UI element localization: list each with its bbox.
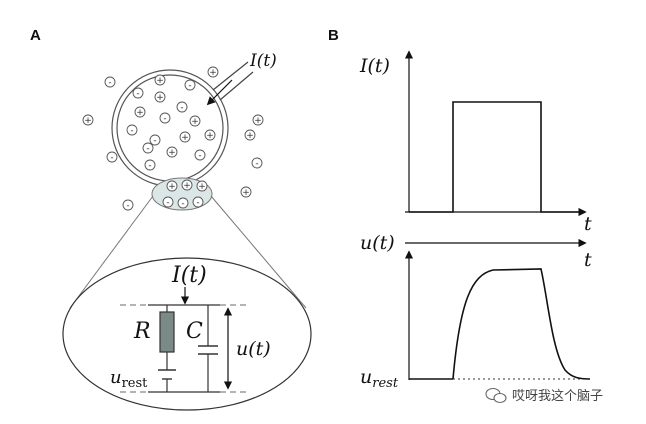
inside-ion-sign: +: [168, 148, 176, 158]
inside-ion-sign: +: [206, 131, 214, 141]
inside-ion-sign: -: [163, 114, 166, 124]
capacitor-label: C: [186, 319, 203, 344]
outside-ion-sign: -: [126, 201, 129, 211]
voltage-plot-ylabel: u(t): [360, 232, 395, 254]
wechat-icon: [485, 387, 507, 404]
current-pulse-trace: [409, 101, 580, 213]
negative-ion-icon: -: [132, 87, 144, 99]
positive-ion-icon: +: [154, 91, 166, 103]
negative-ion-icon: -: [159, 112, 171, 124]
positive-ion-icon: +: [134, 106, 146, 118]
outside-ion-sign: +: [254, 116, 262, 126]
inside-ion-sign: +: [191, 117, 199, 127]
positive-ion-icon: +: [252, 114, 264, 126]
negative-ion-icon: -: [149, 134, 161, 146]
voltage-plot-xlabel: t: [584, 249, 592, 271]
negative-ion-icon: -: [126, 124, 138, 136]
negative-ion-icon: -: [104, 76, 116, 88]
resistor-icon: [159, 311, 175, 353]
electrode-current-label: I(t): [249, 51, 277, 71]
inside-ion-sign: -: [130, 126, 133, 136]
inside-ion-sign: -: [148, 161, 151, 171]
capacitor-icon: [198, 345, 218, 355]
positive-ion-icon: +: [244, 129, 256, 141]
channel-ion-sign: +: [168, 182, 176, 192]
negative-ion-icon: -: [177, 197, 189, 209]
inside-ion-sign: -: [198, 151, 201, 161]
ions-group: -+-+-+-+--++-+---+-++-+-++++---: [82, 66, 264, 211]
outside-ion-sign: -: [108, 78, 111, 88]
outside-ion-sign: +: [209, 68, 217, 78]
positive-ion-icon: +: [207, 66, 219, 78]
inside-ion-sign: -: [136, 89, 139, 99]
zoom-line-left: [69, 195, 154, 309]
positive-ion-icon: +: [179, 131, 191, 143]
channel-ion-sign: +: [183, 181, 191, 191]
outside-ion-sign: -: [110, 153, 113, 163]
circuit-current-label: I(t): [171, 263, 207, 288]
negative-ion-icon: -: [162, 196, 174, 208]
inside-ion-sign: +: [156, 93, 164, 103]
voltage-rest-label: urest: [360, 366, 399, 391]
inside-ion-sign: -: [180, 103, 183, 113]
negative-ion-icon: -: [184, 79, 196, 91]
current-plot: [404, 50, 587, 217]
outside-ion-sign: -: [255, 159, 258, 169]
positive-ion-icon: +: [166, 180, 178, 192]
negative-ion-icon: -: [142, 142, 154, 154]
positive-ion-icon: +: [154, 74, 166, 86]
outside-ion-sign: +: [242, 188, 250, 198]
inside-ion-sign: -: [146, 144, 149, 154]
battery-icon: [158, 369, 176, 380]
resistor-label: R: [133, 319, 151, 344]
negative-ion-icon: -: [106, 151, 118, 163]
outside-ion-sign: +: [84, 116, 92, 126]
current-plot-xlabel: t: [584, 213, 592, 235]
circuit-rest-label: urest: [110, 367, 148, 391]
circuit-zoom-ellipse: [62, 257, 312, 411]
inside-ion-sign: +: [181, 133, 189, 143]
zoom-line-right: [210, 195, 307, 309]
positive-ion-icon: +: [196, 180, 208, 192]
positive-ion-icon: +: [204, 129, 216, 141]
negative-ion-icon: -: [122, 199, 134, 211]
positive-ion-icon: +: [240, 186, 252, 198]
voltage-response-trace: [452, 268, 591, 380]
inside-ion-sign: -: [153, 136, 156, 146]
negative-ion-icon: -: [194, 149, 206, 161]
panel-b-label: B: [328, 27, 339, 44]
current-plot-ylabel: I(t): [359, 55, 390, 77]
voltage-plot: [404, 238, 591, 380]
positive-ion-icon: +: [82, 114, 94, 126]
circuit-voltage-label: u(t): [236, 338, 271, 360]
inside-ion-sign: -: [188, 81, 191, 91]
negative-ion-icon: -: [192, 196, 204, 208]
negative-ion-icon: -: [144, 159, 156, 171]
outside-ion-sign: +: [246, 131, 254, 141]
rc-circuit: [120, 287, 250, 393]
channel-ion-sign: -: [196, 198, 199, 208]
watermark-text: 哎呀我这个脑子: [512, 388, 603, 404]
electrode-icon: [206, 61, 254, 106]
channel-ion-sign: -: [166, 198, 169, 208]
positive-ion-icon: +: [181, 179, 193, 191]
positive-ion-icon: +: [166, 146, 178, 158]
channel-ion-sign: -: [181, 199, 184, 209]
panel-a-label: A: [30, 27, 41, 44]
negative-ion-icon: -: [251, 157, 263, 169]
inside-ion-sign: +: [156, 76, 164, 86]
positive-ion-icon: +: [189, 115, 201, 127]
channel-ion-sign: +: [198, 182, 206, 192]
negative-ion-icon: -: [176, 101, 188, 113]
inside-ion-sign: +: [136, 108, 144, 118]
